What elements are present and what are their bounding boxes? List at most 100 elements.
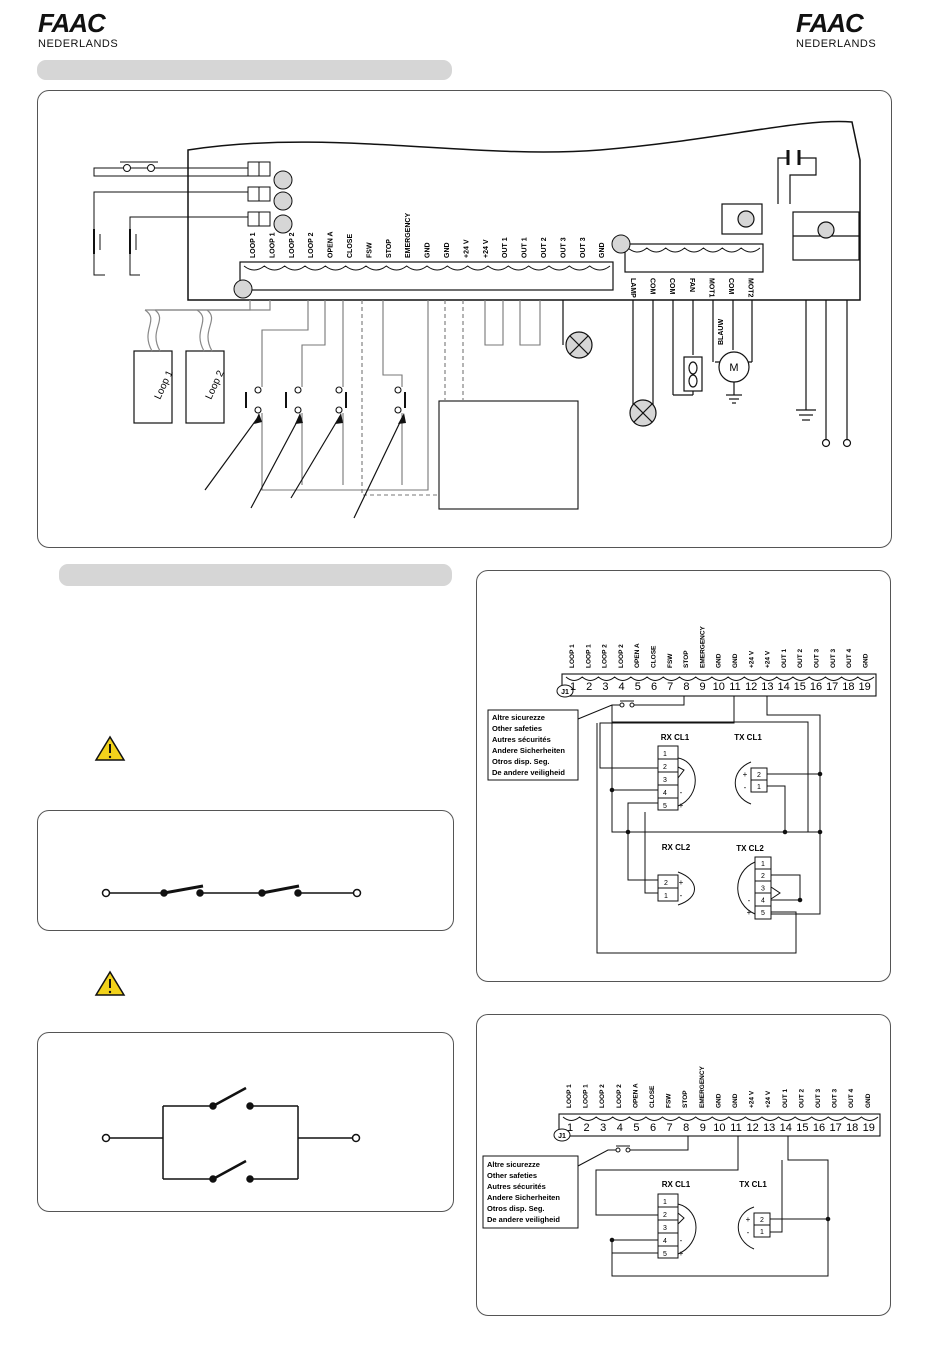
terminal-label: EMERGENCY bbox=[699, 1065, 706, 1108]
terminal-number: 12 bbox=[745, 681, 757, 693]
terminal-number: 2 bbox=[584, 1122, 590, 1134]
plus-sign: + bbox=[679, 801, 684, 810]
plus-sign: + bbox=[679, 878, 684, 887]
terminal-number: 14 bbox=[777, 681, 789, 693]
terminal-label: +24 V bbox=[748, 650, 755, 668]
terminal-label: OUT 1 bbox=[502, 237, 509, 258]
terminal-number: 15 bbox=[794, 681, 806, 693]
rx-pin-number: 4 bbox=[663, 790, 667, 797]
minus-sign: - bbox=[748, 896, 751, 905]
terminal-label: +24 V bbox=[765, 1090, 772, 1108]
brand-left: FAAC NEDERLANDS bbox=[38, 10, 118, 50]
terminal-label: GND bbox=[425, 242, 432, 258]
terminal-number: 19 bbox=[858, 681, 870, 693]
rx-pin-number: 2 bbox=[664, 880, 668, 887]
terminal-number: 5 bbox=[635, 681, 641, 693]
motor-terminal-label: COM bbox=[668, 278, 675, 295]
terminal-number: 17 bbox=[826, 681, 838, 693]
tx-pin-number: 5 bbox=[761, 910, 765, 917]
tx-pin-number: 2 bbox=[760, 1217, 764, 1224]
terminal-label: CLOSE bbox=[651, 645, 658, 668]
terminal-label: LOOP 2 bbox=[602, 644, 609, 668]
blue-wire-label: BLAUW bbox=[718, 319, 725, 345]
terminal-number: 10 bbox=[713, 681, 725, 693]
terminal-label: LOOP 1 bbox=[569, 644, 576, 668]
plus-sign: + bbox=[746, 1215, 751, 1224]
arrow-heads bbox=[254, 413, 406, 424]
language-label: NEDERLANDS bbox=[796, 38, 877, 50]
terminal-label: OUT 2 bbox=[541, 237, 548, 258]
terminal-label: LOOP 1 bbox=[269, 232, 276, 258]
rx-pin-number: 3 bbox=[663, 777, 667, 784]
terminal-label: GND bbox=[599, 242, 606, 258]
terminal-number: 6 bbox=[650, 1122, 656, 1134]
minus-sign: - bbox=[744, 783, 747, 792]
terminal-number: 8 bbox=[683, 681, 689, 693]
terminal-label: CLOSE bbox=[347, 234, 354, 258]
minus-sign: - bbox=[680, 788, 683, 797]
series-contact-panel bbox=[37, 810, 454, 931]
connector-label: J1 bbox=[561, 689, 569, 696]
connector-label: J1 bbox=[558, 1133, 566, 1140]
terminal-label: OUT 3 bbox=[560, 237, 567, 258]
rx-pin-number: 5 bbox=[663, 1251, 667, 1258]
terminal-label: OPEN A bbox=[634, 643, 641, 668]
terminal-number: 1 bbox=[567, 1122, 573, 1134]
terminal-label: OUT 3 bbox=[580, 237, 587, 258]
terminal-number: 3 bbox=[600, 1122, 606, 1134]
terminal-label: +24 V bbox=[483, 239, 490, 258]
input-buttons bbox=[204, 300, 579, 519]
rx-pin-number: 1 bbox=[664, 893, 668, 900]
parallel-contact-panel bbox=[37, 1032, 454, 1212]
terminal-label: EMERGENCY bbox=[699, 625, 706, 668]
minus-sign: - bbox=[680, 1236, 683, 1245]
tx-cl2-label: TX CL2 bbox=[736, 844, 764, 853]
terminal-label: LOOP 2 bbox=[289, 232, 296, 258]
terminal-label: OUT 4 bbox=[848, 1088, 855, 1108]
other-safeties-item: Otros disp. Seg. bbox=[487, 1204, 545, 1213]
motor-terminal-label: MOT2 bbox=[747, 278, 754, 298]
terminal-label: GND bbox=[716, 653, 723, 668]
other-safeties-item: De andere veiligheid bbox=[487, 1215, 560, 1224]
terminal-label: GND bbox=[862, 653, 869, 668]
right-components bbox=[721, 150, 860, 448]
terminal-label: +24 V bbox=[463, 239, 470, 258]
plus-sign: + bbox=[743, 770, 748, 779]
terminal-label: STOP bbox=[386, 239, 393, 258]
tx-pin-number: 4 bbox=[761, 898, 765, 905]
other-safeties-item: De andere veiligheid bbox=[492, 768, 565, 777]
tx-cl1-label: TX CL1 bbox=[739, 1180, 767, 1189]
terminal-label: LOOP 1 bbox=[585, 644, 592, 668]
rx-cl2-label: RX CL2 bbox=[662, 843, 691, 852]
motor-terminal-strip bbox=[611, 234, 764, 273]
tx-pin-number: 1 bbox=[757, 784, 761, 791]
motor-terminal-label: LAMP bbox=[629, 278, 636, 298]
safety-terminal-strip-1 bbox=[556, 673, 877, 698]
tx-cl1-label: TX CL1 bbox=[734, 733, 762, 742]
terminal-number: 9 bbox=[700, 681, 706, 693]
terminal-label: OUT 3 bbox=[832, 1088, 839, 1108]
terminal-number: 8 bbox=[683, 1122, 689, 1134]
terminal-label: OUT 2 bbox=[798, 1088, 805, 1108]
terminal-label: STOP bbox=[683, 650, 690, 668]
terminal-label: OUT 1 bbox=[522, 237, 529, 258]
terminal-label: OUT 1 bbox=[781, 648, 788, 668]
terminal-label: +24 V bbox=[749, 1090, 756, 1108]
terminal-number: 16 bbox=[813, 1122, 825, 1134]
other-safeties-item: Other safeties bbox=[487, 1171, 537, 1180]
terminal-number: 13 bbox=[761, 681, 773, 693]
rx-pin-number: 2 bbox=[663, 764, 667, 771]
section-bar-middle bbox=[59, 564, 452, 586]
terminal-label: LOOP 2 bbox=[308, 232, 315, 258]
terminal-label: LOOP 1 bbox=[566, 1084, 573, 1108]
terminal-number: 7 bbox=[667, 1122, 673, 1134]
rx-pin-number: 3 bbox=[663, 1225, 667, 1232]
